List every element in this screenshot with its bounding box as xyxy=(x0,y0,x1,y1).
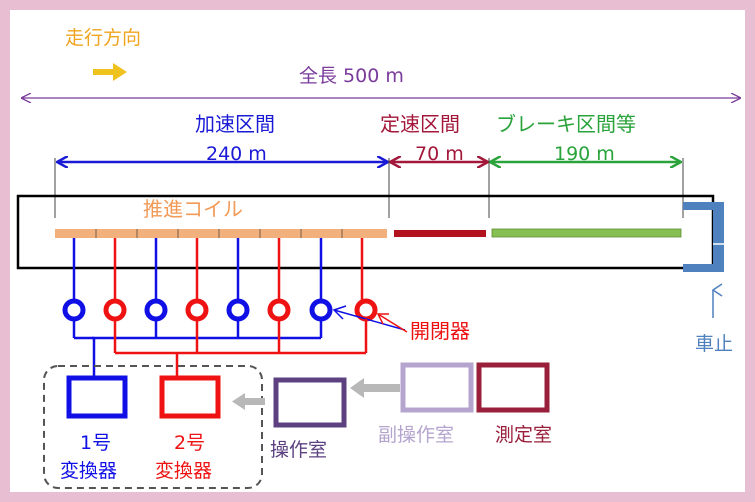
stopper-icon xyxy=(683,202,724,272)
converter-2-box xyxy=(159,375,221,419)
converter-1-label: 変換器 xyxy=(60,460,117,482)
converter-2-number: 2号 xyxy=(174,432,205,454)
switch-icon xyxy=(103,298,127,322)
control-room-label: 操作室 xyxy=(270,439,327,461)
direction-arrow-icon xyxy=(93,63,127,81)
converter-group-box xyxy=(43,365,263,489)
switches xyxy=(62,298,378,322)
propulsion-coils xyxy=(55,229,387,238)
total-length-label: 全長 500 m xyxy=(299,65,404,87)
switch-icon xyxy=(309,298,333,322)
switch-icon xyxy=(144,298,168,322)
gray-arrow-icon xyxy=(232,393,265,410)
switch-icon xyxy=(62,298,86,322)
diagram-canvas: 走行方向 全長 500 m 加速区間 定速区間 ブレーキ区間等 240 m 70… xyxy=(10,10,745,492)
switch-pointer-arrows xyxy=(332,305,408,333)
converter-1-box xyxy=(66,375,128,419)
const-section-title: 定速区間 xyxy=(380,112,460,136)
direction-label: 走行方向 xyxy=(65,27,141,49)
accel-section-title: 加速区間 xyxy=(195,112,275,136)
sub-control-room-label: 副操作室 xyxy=(378,424,454,446)
converter-2-label: 変換器 xyxy=(155,460,212,482)
switch-icon xyxy=(354,298,378,322)
switch-icon xyxy=(185,298,209,322)
converter-1-number: 1号 xyxy=(80,432,111,454)
measurement-room-label: 測定室 xyxy=(495,424,552,446)
sub-control-room-box xyxy=(400,362,474,413)
switch-icon xyxy=(267,298,291,322)
brake-section-segment xyxy=(491,228,682,238)
switch-label: 開閉器 xyxy=(410,319,470,343)
brake-section-title: ブレーキ区間等 xyxy=(496,112,636,136)
feed-lines xyxy=(72,238,364,300)
measurement-room-box xyxy=(476,362,550,413)
bus-lines xyxy=(72,319,368,378)
stopper-label: 車止 xyxy=(695,333,733,355)
coil-label: 推進コイル xyxy=(143,197,243,221)
switch-icon xyxy=(226,298,250,322)
diagram-svg: 走行方向 全長 500 m 加速区間 定速区間 ブレーキ区間等 240 m 70… xyxy=(16,27,745,489)
const-section-segment xyxy=(394,230,486,237)
control-room-box xyxy=(273,377,347,428)
gray-arrow-icon xyxy=(350,378,400,398)
